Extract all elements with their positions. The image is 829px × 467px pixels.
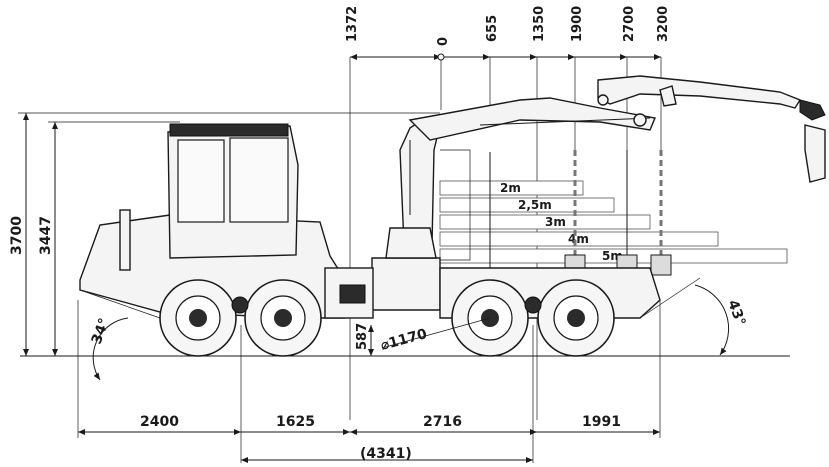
crane-boom <box>408 97 656 141</box>
dim-label-1350: 1350 <box>532 6 547 42</box>
front-frame-group <box>79 123 374 319</box>
bogie-rear <box>524 296 542 314</box>
approach-line <box>79 289 161 319</box>
jib-joint <box>597 94 609 106</box>
articulation-block <box>339 284 366 304</box>
log-label-3m: 3m <box>545 215 566 229</box>
log-2m <box>439 180 584 196</box>
clearance-label: 587 <box>355 323 370 350</box>
log-4m <box>439 231 719 247</box>
dim-label-1372: 1372 <box>345 6 360 42</box>
wheel-diameter-leader <box>381 317 491 349</box>
log-3m <box>439 214 651 230</box>
dim-label-3200: 3200 <box>656 6 671 42</box>
dim-label-1991: 1991 <box>582 414 621 430</box>
dim-label-2716: 2716 <box>423 414 462 430</box>
headboard <box>440 149 471 261</box>
wheel-rear-2 <box>537 279 615 357</box>
dim-label-2400: 2400 <box>140 414 179 430</box>
dim-label-3700: 3700 <box>9 216 25 255</box>
rear-angle-label: 43° <box>724 298 748 328</box>
log-group: 2m 2,5m 3m 4m 5m <box>439 180 788 264</box>
dim-label-3447: 3447 <box>38 216 54 255</box>
dim-label-2700: 2700 <box>622 6 637 42</box>
bottom-dimension-group: 2400 1625 2716 1991 (4341) <box>77 300 661 463</box>
front-angle-arc <box>92 317 129 381</box>
cab-window-door <box>229 137 289 223</box>
dim-label-4341: (4341) <box>360 446 412 462</box>
rotator <box>799 99 826 121</box>
grapple <box>804 124 826 183</box>
crane-group <box>399 75 826 246</box>
height-dimension-group: 3700 3447 <box>9 112 440 356</box>
rear-angle-arc <box>694 284 730 356</box>
departure-line <box>639 277 701 319</box>
crane-base <box>371 257 441 311</box>
boom-cylinder <box>479 117 651 126</box>
wheel-front-2 <box>244 279 322 357</box>
log-label-4m: 4m <box>568 232 589 246</box>
crane-link <box>659 85 677 107</box>
cab-roof-lights <box>169 123 289 137</box>
wheel-front-1 <box>159 279 237 357</box>
origin-marker <box>437 53 445 61</box>
log-label-2m: 2m <box>500 181 521 195</box>
log-5m <box>439 248 788 264</box>
dim-label-0: 0 <box>436 37 451 46</box>
dim-label-1625: 1625 <box>276 414 315 430</box>
stake-bunk-4 <box>650 254 672 276</box>
crane-seat <box>385 227 437 259</box>
crane-jib <box>597 75 802 109</box>
dim-label-655: 655 <box>485 15 500 42</box>
wheel-diameter-label: ⌀1170 <box>379 326 429 354</box>
top-dimension-group: 1372 0 655 1350 1900 2700 3200 <box>345 6 671 420</box>
front-guard <box>119 209 131 271</box>
log-label-2-5m: 2,5m <box>518 198 552 212</box>
log-2-5m <box>439 197 615 213</box>
dim-label-1900: 1900 <box>570 6 585 42</box>
bogie-front <box>231 296 249 314</box>
boom-joint <box>633 113 647 127</box>
cab-window-front <box>177 139 225 223</box>
front-angle-label: 34° <box>89 316 113 346</box>
